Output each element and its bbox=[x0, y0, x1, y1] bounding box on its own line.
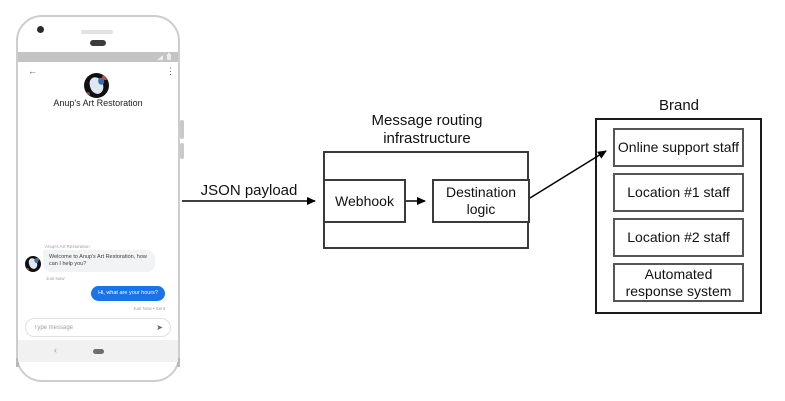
outgoing-timestamp: Just Now • Sent bbox=[133, 306, 165, 311]
routing-title: Message routing infrastructure bbox=[371, 112, 483, 147]
location-2-staff-box: Location #2 staff bbox=[613, 218, 744, 257]
message-input-container: ➤ bbox=[25, 318, 171, 337]
location-1-staff-box: Location #1 staff bbox=[613, 173, 744, 212]
incoming-timestamp: Just Now bbox=[46, 276, 65, 281]
signal-icon bbox=[157, 55, 163, 60]
json-payload-label: JSON payload bbox=[200, 182, 298, 199]
outgoing-message-bubble: Hi, what are your hours? bbox=[91, 286, 165, 301]
brand-avatar bbox=[84, 73, 109, 98]
battery-icon bbox=[167, 53, 171, 60]
message-avatar bbox=[25, 256, 41, 272]
volume-button bbox=[180, 120, 184, 139]
destination-logic-box: Destination logic bbox=[432, 179, 530, 223]
earpiece bbox=[90, 40, 106, 46]
message-input[interactable] bbox=[34, 319, 149, 336]
phone-mockup: ← ⋮ Anup's Art Restoration Anup's Art Re… bbox=[16, 15, 184, 382]
sender-label: Anup's Art Restoration bbox=[45, 244, 90, 249]
overflow-menu-icon[interactable]: ⋮ bbox=[166, 66, 175, 76]
nav-back-icon[interactable]: ‹ bbox=[54, 345, 57, 355]
send-icon[interactable]: ➤ bbox=[156, 323, 163, 332]
nav-home-button[interactable] bbox=[93, 349, 104, 354]
automated-response-system-box: Automated response system bbox=[613, 263, 744, 302]
webhook-box: Webhook bbox=[323, 179, 406, 223]
status-bar bbox=[18, 52, 178, 62]
incoming-message-bubble: Welcome to Anup's Art Restoration, how c… bbox=[43, 250, 155, 272]
speaker-slot bbox=[81, 30, 113, 34]
conversation-title: Anup's Art Restoration bbox=[53, 98, 143, 108]
antenna-band bbox=[16, 358, 19, 367]
front-camera-icon bbox=[37, 26, 44, 33]
android-nav-bar: ‹ bbox=[18, 340, 178, 362]
back-button[interactable]: ← bbox=[28, 66, 37, 76]
brand-title: Brand bbox=[658, 97, 700, 114]
online-support-staff-box: Online support staff bbox=[613, 128, 744, 167]
antenna-band bbox=[177, 358, 180, 367]
power-button bbox=[180, 143, 184, 159]
